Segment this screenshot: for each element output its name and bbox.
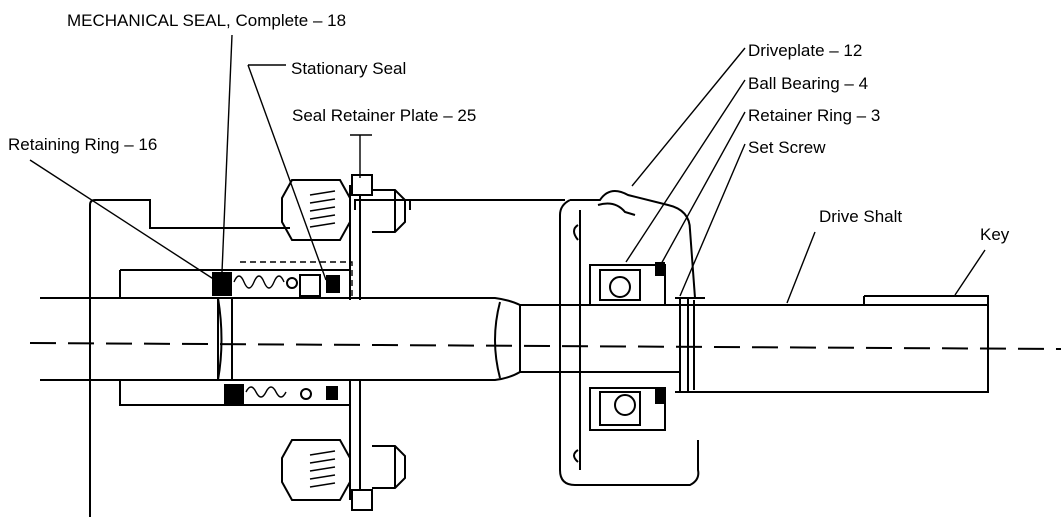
label-set-screw: Set Screw bbox=[748, 138, 826, 157]
shaft bbox=[40, 297, 680, 381]
drive-shaft-body bbox=[675, 295, 989, 393]
upper-bolt bbox=[281, 179, 406, 241]
seal-spring-lower bbox=[224, 380, 351, 420]
housing bbox=[89, 199, 565, 517]
label-key: Key bbox=[980, 225, 1010, 244]
labels: MECHANICAL SEAL, Complete – 18 Stationar… bbox=[8, 11, 1010, 244]
seal-retainer-plate bbox=[349, 174, 373, 511]
label-retainer-ring: Retainer Ring – 3 bbox=[748, 106, 880, 125]
centerline bbox=[29, 342, 1061, 350]
label-drive-shaft: Drive Shalt bbox=[819, 207, 902, 226]
label-stationary-seal: Stationary Seal bbox=[291, 59, 406, 78]
label-driveplate: Driveplate – 12 bbox=[748, 41, 862, 60]
ball-bearing bbox=[589, 262, 666, 431]
label-seal-retainer-plate: Seal Retainer Plate – 25 bbox=[292, 106, 476, 125]
lower-bolt bbox=[281, 439, 406, 501]
driveplate bbox=[559, 190, 700, 486]
leader-lines bbox=[29, 34, 986, 304]
label-mechanical-seal: MECHANICAL SEAL, Complete – 18 bbox=[67, 11, 346, 30]
label-ball-bearing: Ball Bearing – 4 bbox=[748, 74, 868, 93]
label-retaining-ring: Retaining Ring – 16 bbox=[8, 135, 157, 154]
seal-spring-upper bbox=[212, 261, 353, 297]
